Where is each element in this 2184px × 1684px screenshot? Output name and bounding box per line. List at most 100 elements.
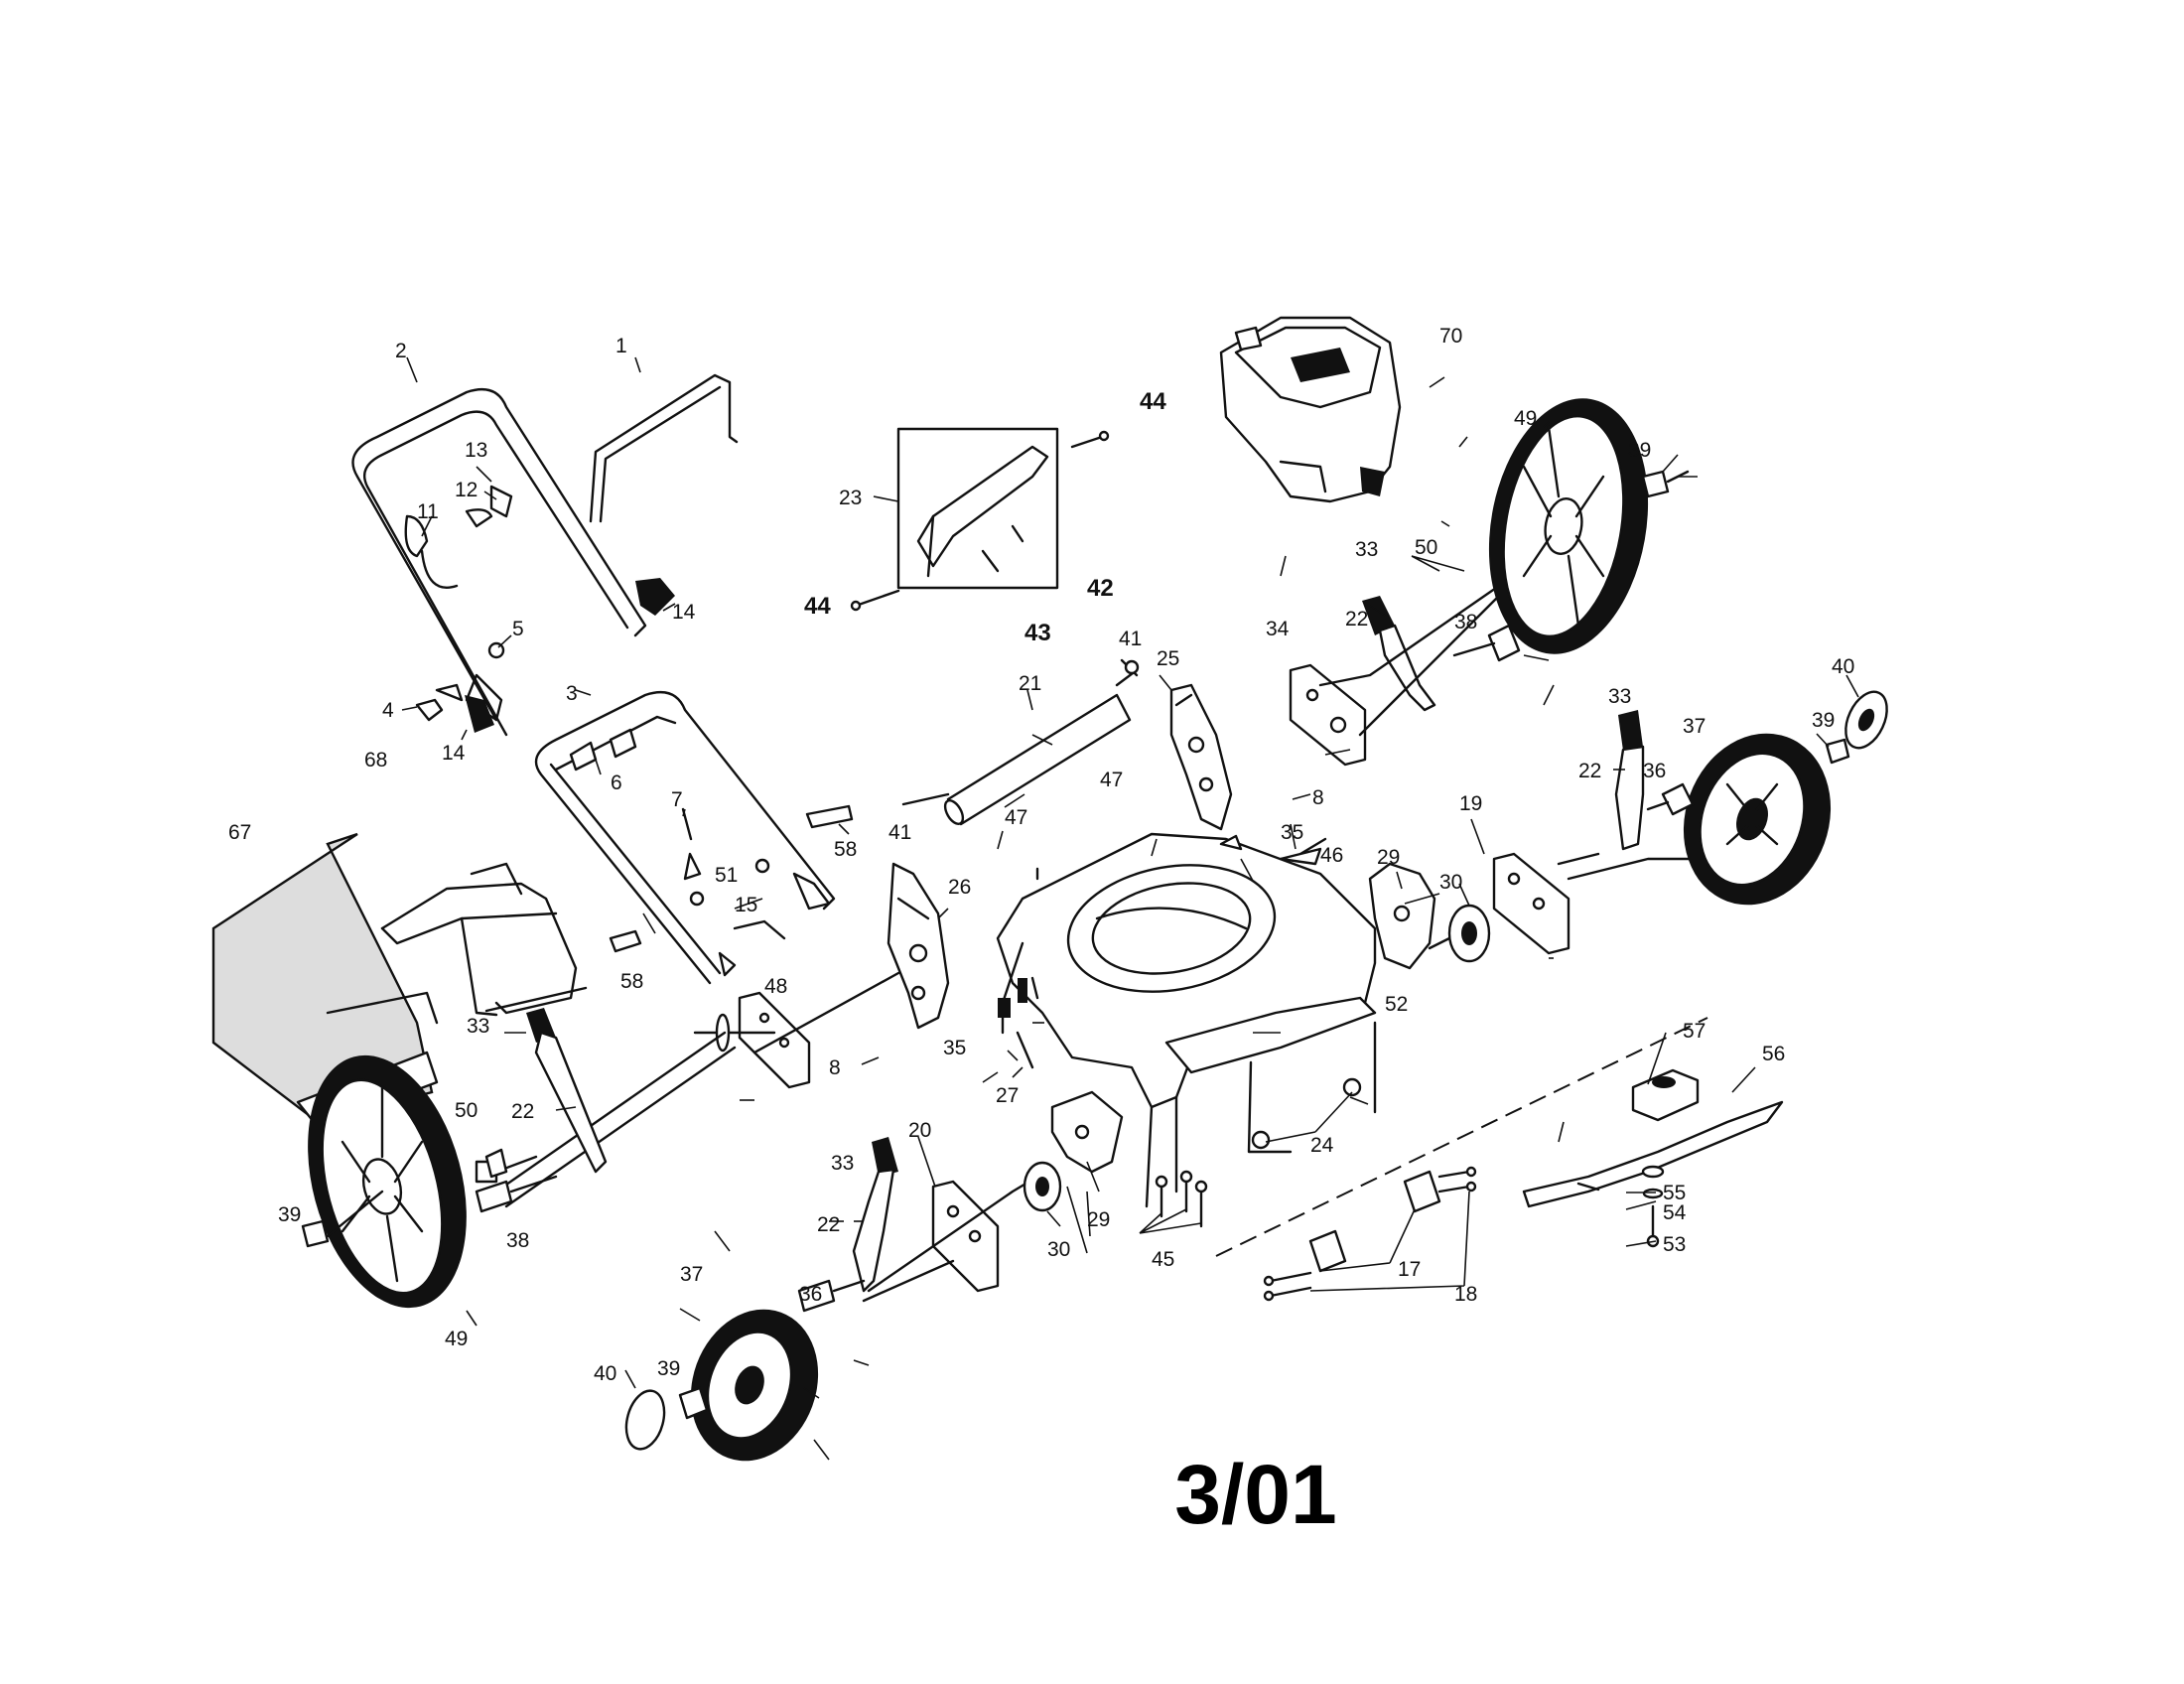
callout-56: 56	[1762, 1043, 1785, 1065]
upper-handle	[351, 387, 675, 737]
engine	[1219, 316, 1402, 503]
callout-49-right: 49	[1514, 407, 1537, 430]
callout-18: 18	[1454, 1283, 1477, 1306]
callout-47-right: 47	[1100, 769, 1123, 791]
callout-23: 23	[839, 487, 862, 509]
callout-7: 7	[671, 788, 683, 811]
callout-22-left-front: 22	[817, 1213, 840, 1236]
callout-2: 2	[395, 340, 407, 362]
callout-30-left: 30	[1047, 1238, 1070, 1261]
callout-22-left-rear: 22	[511, 1100, 534, 1123]
callout-67: 67	[228, 821, 251, 844]
right-front-wheel	[1646, 690, 1888, 906]
callout-20: 20	[908, 1119, 931, 1142]
right-front-plate	[1492, 837, 1729, 955]
callout-39-left-rear: 39	[278, 1203, 301, 1226]
inset-box	[850, 427, 1110, 612]
callout-33-left-rear: 33	[467, 1015, 489, 1038]
callout-45: 45	[1152, 1248, 1174, 1271]
callout-5: 5	[512, 618, 524, 640]
lower-handle	[534, 690, 836, 985]
callout-1: 1	[615, 335, 627, 357]
callout-41-upper: 41	[1119, 628, 1142, 650]
left-rear-hardware	[475, 1148, 558, 1213]
deck-hardware	[998, 834, 1362, 1228]
callout-19: 19	[1459, 792, 1482, 815]
callout-55: 55	[1663, 1182, 1686, 1204]
callout-36-left: 36	[799, 1283, 822, 1306]
callout-39-right-front: 39	[1812, 709, 1835, 732]
callout-29-left: 29	[1087, 1208, 1110, 1231]
control-bail	[589, 373, 739, 523]
right-rear-plate	[1289, 584, 1521, 767]
date-stamp: 3/01	[1174, 1448, 1337, 1541]
bag-frame	[380, 862, 588, 1017]
callout-37-right: 37	[1683, 715, 1706, 738]
callout-27: 27	[996, 1084, 1019, 1107]
callout-37-left: 37	[680, 1263, 703, 1286]
left-rear-wheel	[301, 1054, 467, 1309]
callout-42: 42	[1087, 575, 1114, 602]
callout-22-right-rear: 22	[1345, 608, 1368, 631]
left-front-wheel	[624, 1279, 866, 1462]
callout-36-right: 36	[1643, 760, 1666, 782]
callout-49-left: 49	[445, 1328, 468, 1350]
callout-40-right: 40	[1832, 655, 1854, 678]
callout-35-right: 35	[1281, 821, 1303, 844]
bracket-left	[887, 862, 950, 1030]
callout-14-lower: 14	[442, 742, 466, 765]
bracket-right	[1169, 683, 1233, 831]
callout-57: 57	[1683, 1020, 1706, 1043]
callout-labels: 1 2 13 12 11 14 5 4 14 3 6 7 68 67 58 51…	[228, 325, 1854, 1385]
lever-left-rear	[526, 1008, 608, 1174]
callout-26: 26	[948, 876, 971, 899]
callout-50-left: 50	[455, 1099, 478, 1122]
callout-58-upper: 58	[834, 838, 857, 861]
callout-33-right-rear: 33	[1355, 538, 1378, 561]
callout-11: 11	[417, 500, 439, 523]
callout-39-left-front: 39	[657, 1357, 680, 1380]
callout-8-right: 8	[1312, 786, 1324, 809]
callout-17: 17	[1398, 1258, 1421, 1281]
callout-50-right: 50	[1415, 536, 1437, 559]
callout-34: 34	[1266, 618, 1290, 640]
callout-33-right-front: 33	[1608, 685, 1631, 708]
callout-54: 54	[1663, 1201, 1687, 1224]
callout-22-right-front: 22	[1578, 760, 1601, 782]
right-adjuster	[1368, 862, 1491, 970]
callout-24: 24	[1310, 1134, 1334, 1157]
callout-52: 52	[1385, 993, 1408, 1016]
lever-right-rear	[1362, 596, 1436, 712]
callout-43: 43	[1024, 620, 1051, 646]
callout-25: 25	[1157, 647, 1179, 670]
callout-44-right: 44	[1140, 388, 1166, 415]
callout-68: 68	[364, 749, 387, 772]
leader-lines	[401, 356, 1859, 1461]
right-rear-wheel	[1488, 398, 1690, 654]
callout-30-right: 30	[1439, 871, 1462, 894]
callout-35-left: 35	[943, 1037, 966, 1059]
callout-12: 12	[455, 479, 478, 501]
callout-41-lower: 41	[888, 821, 911, 844]
callout-21: 21	[1019, 672, 1041, 695]
callout-46: 46	[1320, 844, 1343, 867]
callout-58-lower: 58	[620, 970, 643, 993]
callout-39-right-rear: 39	[1628, 439, 1651, 462]
callout-14-upper: 14	[672, 601, 696, 624]
blade-assembly	[1215, 1017, 1784, 1257]
callout-51: 51	[715, 864, 738, 887]
callout-15: 15	[735, 894, 757, 916]
callout-38-right: 38	[1454, 611, 1477, 633]
callout-13: 13	[465, 439, 487, 462]
left-front-adjuster	[1023, 1090, 1124, 1212]
callout-8-left: 8	[829, 1056, 841, 1079]
callout-53: 53	[1663, 1233, 1686, 1256]
callout-4: 4	[382, 699, 394, 722]
left-axle-plate	[494, 971, 900, 1208]
callout-29-right: 29	[1377, 846, 1400, 869]
lever-right-front	[1614, 710, 1645, 851]
callout-70: 70	[1439, 325, 1462, 348]
baffle-brackets	[1263, 1166, 1477, 1302]
rear-axle	[901, 658, 1140, 881]
